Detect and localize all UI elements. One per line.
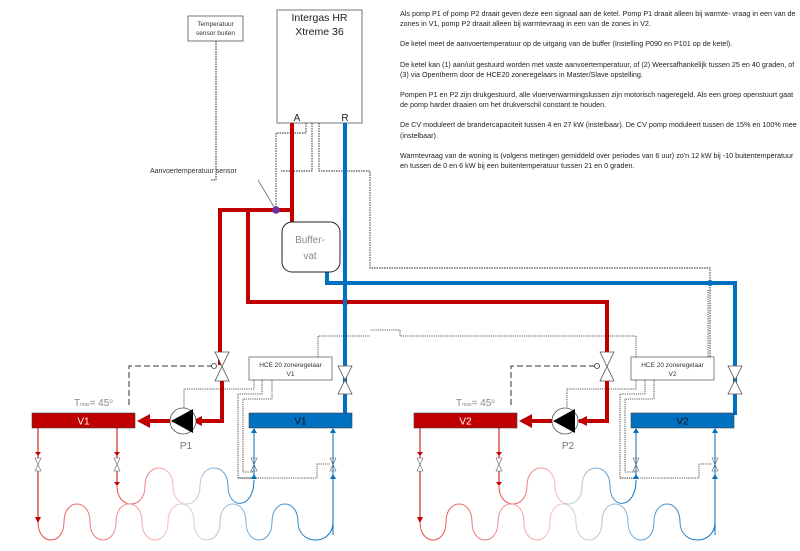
- outdoor-temperature-sensor: Temperatuur sensor buiten: [187, 15, 244, 42]
- buffer-label-2: vat: [303, 251, 317, 262]
- mixing-valve-v2[interactable]: [599, 351, 615, 382]
- return-junction: [707, 280, 713, 286]
- controller-v1-label-1: HCE 20 zoneregelaar: [259, 362, 322, 369]
- note-3: De ketel kan (1) aan/uit gestuurd worden…: [400, 59, 795, 79]
- pump-p1[interactable]: P1: [169, 407, 197, 452]
- buffer-label-1: Buffer-: [295, 235, 325, 246]
- tmax-label-v1: Tmax= 45o: [74, 398, 113, 409]
- pump-p1-label: P1: [180, 441, 193, 452]
- mixing-valve-v1[interactable]: [214, 351, 230, 382]
- sensor-dot: [272, 206, 280, 214]
- floor-loop-short-v1: [116, 467, 255, 505]
- return-manifold-v1: [248, 412, 353, 429]
- controller-v2-label-1: HCE 20 zoneregelaar: [641, 362, 704, 369]
- loop-valve[interactable]: [34, 457, 42, 472]
- supply-sensor-label: Aanvoertemperatuur sensor: [150, 168, 237, 175]
- tmax-label-v2: Tmax= 45o: [456, 398, 495, 409]
- supply-pipes: [218, 123, 609, 365]
- capillary-bulb-v2: [594, 363, 600, 369]
- boiler-title-2: Xtreme 36: [295, 26, 344, 38]
- controller-v2-label-2: V2: [669, 371, 677, 378]
- zone-v1: P1 Tmax= 45o V1 HCE 20 zoneregelaar V1 V…: [31, 335, 370, 541]
- return-valve-v1[interactable]: [337, 365, 353, 395]
- return-valve-v2[interactable]: [727, 365, 743, 395]
- return-manifold-v2-label: V2: [676, 417, 689, 428]
- explanation-notes: Als pomp P1 of pomp P2 draait geven deze…: [400, 9, 800, 181]
- supply-manifold-v2: [413, 412, 518, 429]
- boiler: Intergas HR Xtreme 36 A R: [276, 9, 363, 124]
- note-2: De ketel meet de aanvoertemperatuur op d…: [400, 39, 733, 49]
- tmax-capillary-v2: [510, 365, 596, 405]
- supply-manifold-v1: [31, 412, 136, 429]
- controller-v1-label-2: V1: [287, 371, 295, 378]
- pump-p2[interactable]: P2: [551, 407, 579, 452]
- note-5: De CV moduleert de brandercapaciteit tus…: [400, 120, 797, 140]
- floor-loop-long-v2: [419, 503, 716, 541]
- zone-v2: P2 Tmax= 45o V2 HCE 20 zoneregelaar V2 V…: [370, 290, 743, 541]
- capillary-bulb-v1: [211, 363, 217, 369]
- outdoor-sensor-label-1: Temperatuur: [197, 21, 234, 28]
- outdoor-sensor-label-2: sensor buiten: [196, 30, 235, 37]
- supply-manifold-v1-label: V1: [77, 417, 90, 428]
- note-4: Pompen P1 en P2 zijn drukgestuurd, alle …: [400, 90, 794, 110]
- zone-controller-v1[interactable]: HCE 20 zoneregelaar V1: [248, 356, 333, 381]
- pump-p2-label: P2: [562, 441, 575, 452]
- boiler-port-supply: A: [294, 113, 301, 124]
- supply-manifold-v2-label: V2: [459, 417, 472, 428]
- boiler-port-return: R: [341, 113, 348, 124]
- loop-valve[interactable]: [113, 457, 121, 472]
- floor-loop-short-v2: [498, 467, 637, 505]
- zone-controller-v2[interactable]: HCE 20 zoneregelaar V2: [630, 356, 715, 381]
- outdoor-sensor-wire: [210, 41, 217, 181]
- supply-temperature-sensor: Aanvoertemperatuur sensor: [150, 168, 280, 214]
- tmax-capillary-v1: [128, 365, 213, 405]
- boiler-title-1: Intergas HR: [291, 12, 347, 24]
- loop-valve[interactable]: [416, 457, 424, 472]
- return-manifold-v2: [630, 412, 735, 429]
- note-6: Warmtevraag van de woning is (volgens me…: [400, 150, 794, 171]
- note-1: Als pomp P1 of pomp P2 draait geven deze…: [400, 9, 796, 29]
- return-manifold-v1-label: V1: [294, 417, 307, 428]
- loop-valve[interactable]: [495, 457, 503, 472]
- buffer-vessel: Buffer- vat: [281, 221, 341, 273]
- floor-loop-long-v1: [37, 503, 334, 541]
